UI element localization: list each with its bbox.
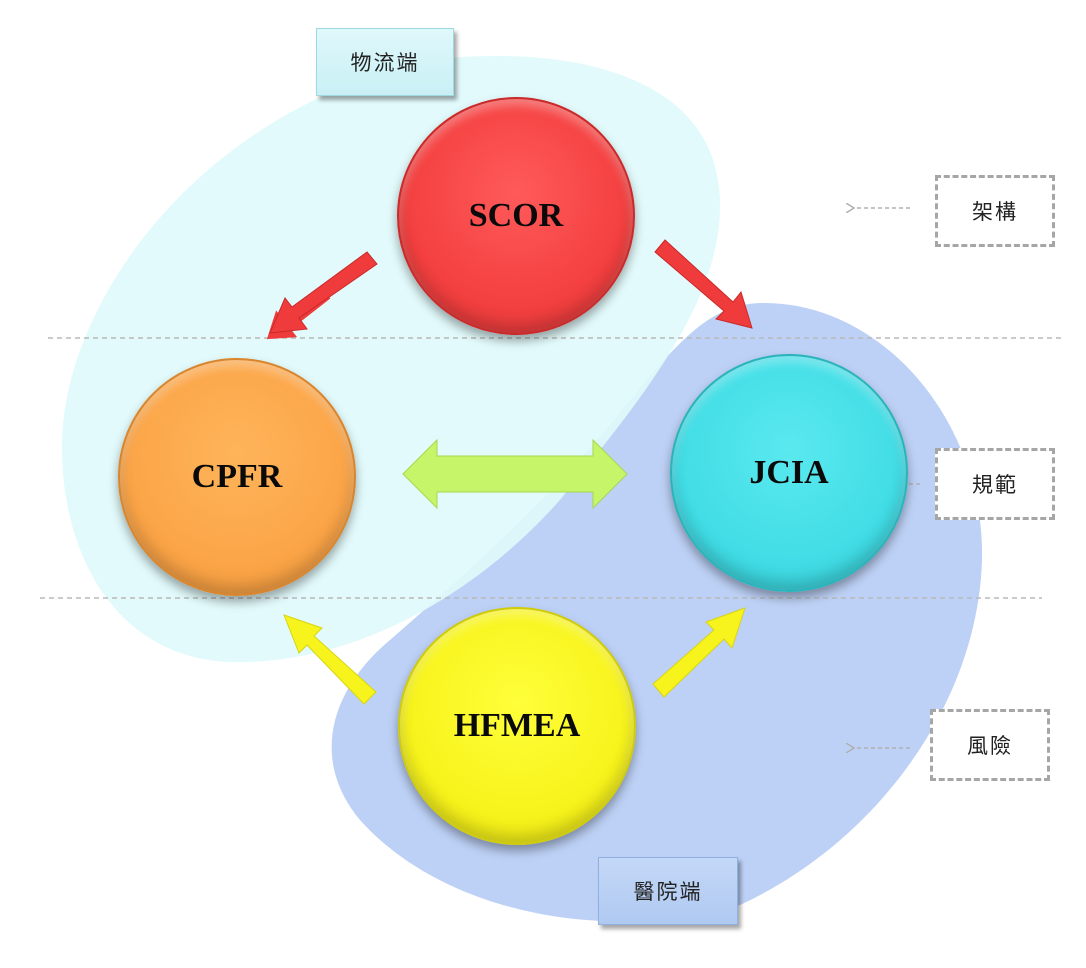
region-label-hospital-text: 醫院端	[633, 880, 703, 904]
node-hfmea: HFMEA	[398, 607, 636, 845]
arrow-scor-to-cpfr-shape	[269, 251, 378, 334]
region-label-hospital: 醫院端	[598, 857, 738, 925]
level-framework-text: 架構	[972, 200, 1018, 224]
level-box-standard: 規範	[935, 448, 1055, 520]
node-cpfr: CPFR	[118, 358, 356, 596]
level-box-framework: 架構	[935, 175, 1055, 247]
node-scor: SCOR	[397, 97, 635, 335]
arrow-hfmea-to-cpfr	[283, 614, 377, 705]
arrow-scor-to-jcia	[654, 239, 753, 329]
node-scor-label: SCOR	[468, 197, 564, 234]
region-label-logistics-text: 物流端	[350, 51, 420, 75]
level-risk-text: 風險	[967, 734, 1013, 758]
node-hfmea-label: HFMEA	[453, 707, 581, 744]
node-jcia: JCIA	[670, 354, 908, 592]
arrow-cpfr-jcia-bidirectional	[402, 438, 628, 510]
region-label-logistics: 物流端	[316, 28, 454, 96]
level-standard-text: 規範	[972, 473, 1018, 497]
node-jcia-label: JCIA	[749, 454, 829, 491]
node-cpfr-label: CPFR	[191, 458, 283, 495]
arrow-hfmea-to-jcia	[652, 607, 746, 698]
level-box-risk: 風險	[930, 709, 1050, 781]
